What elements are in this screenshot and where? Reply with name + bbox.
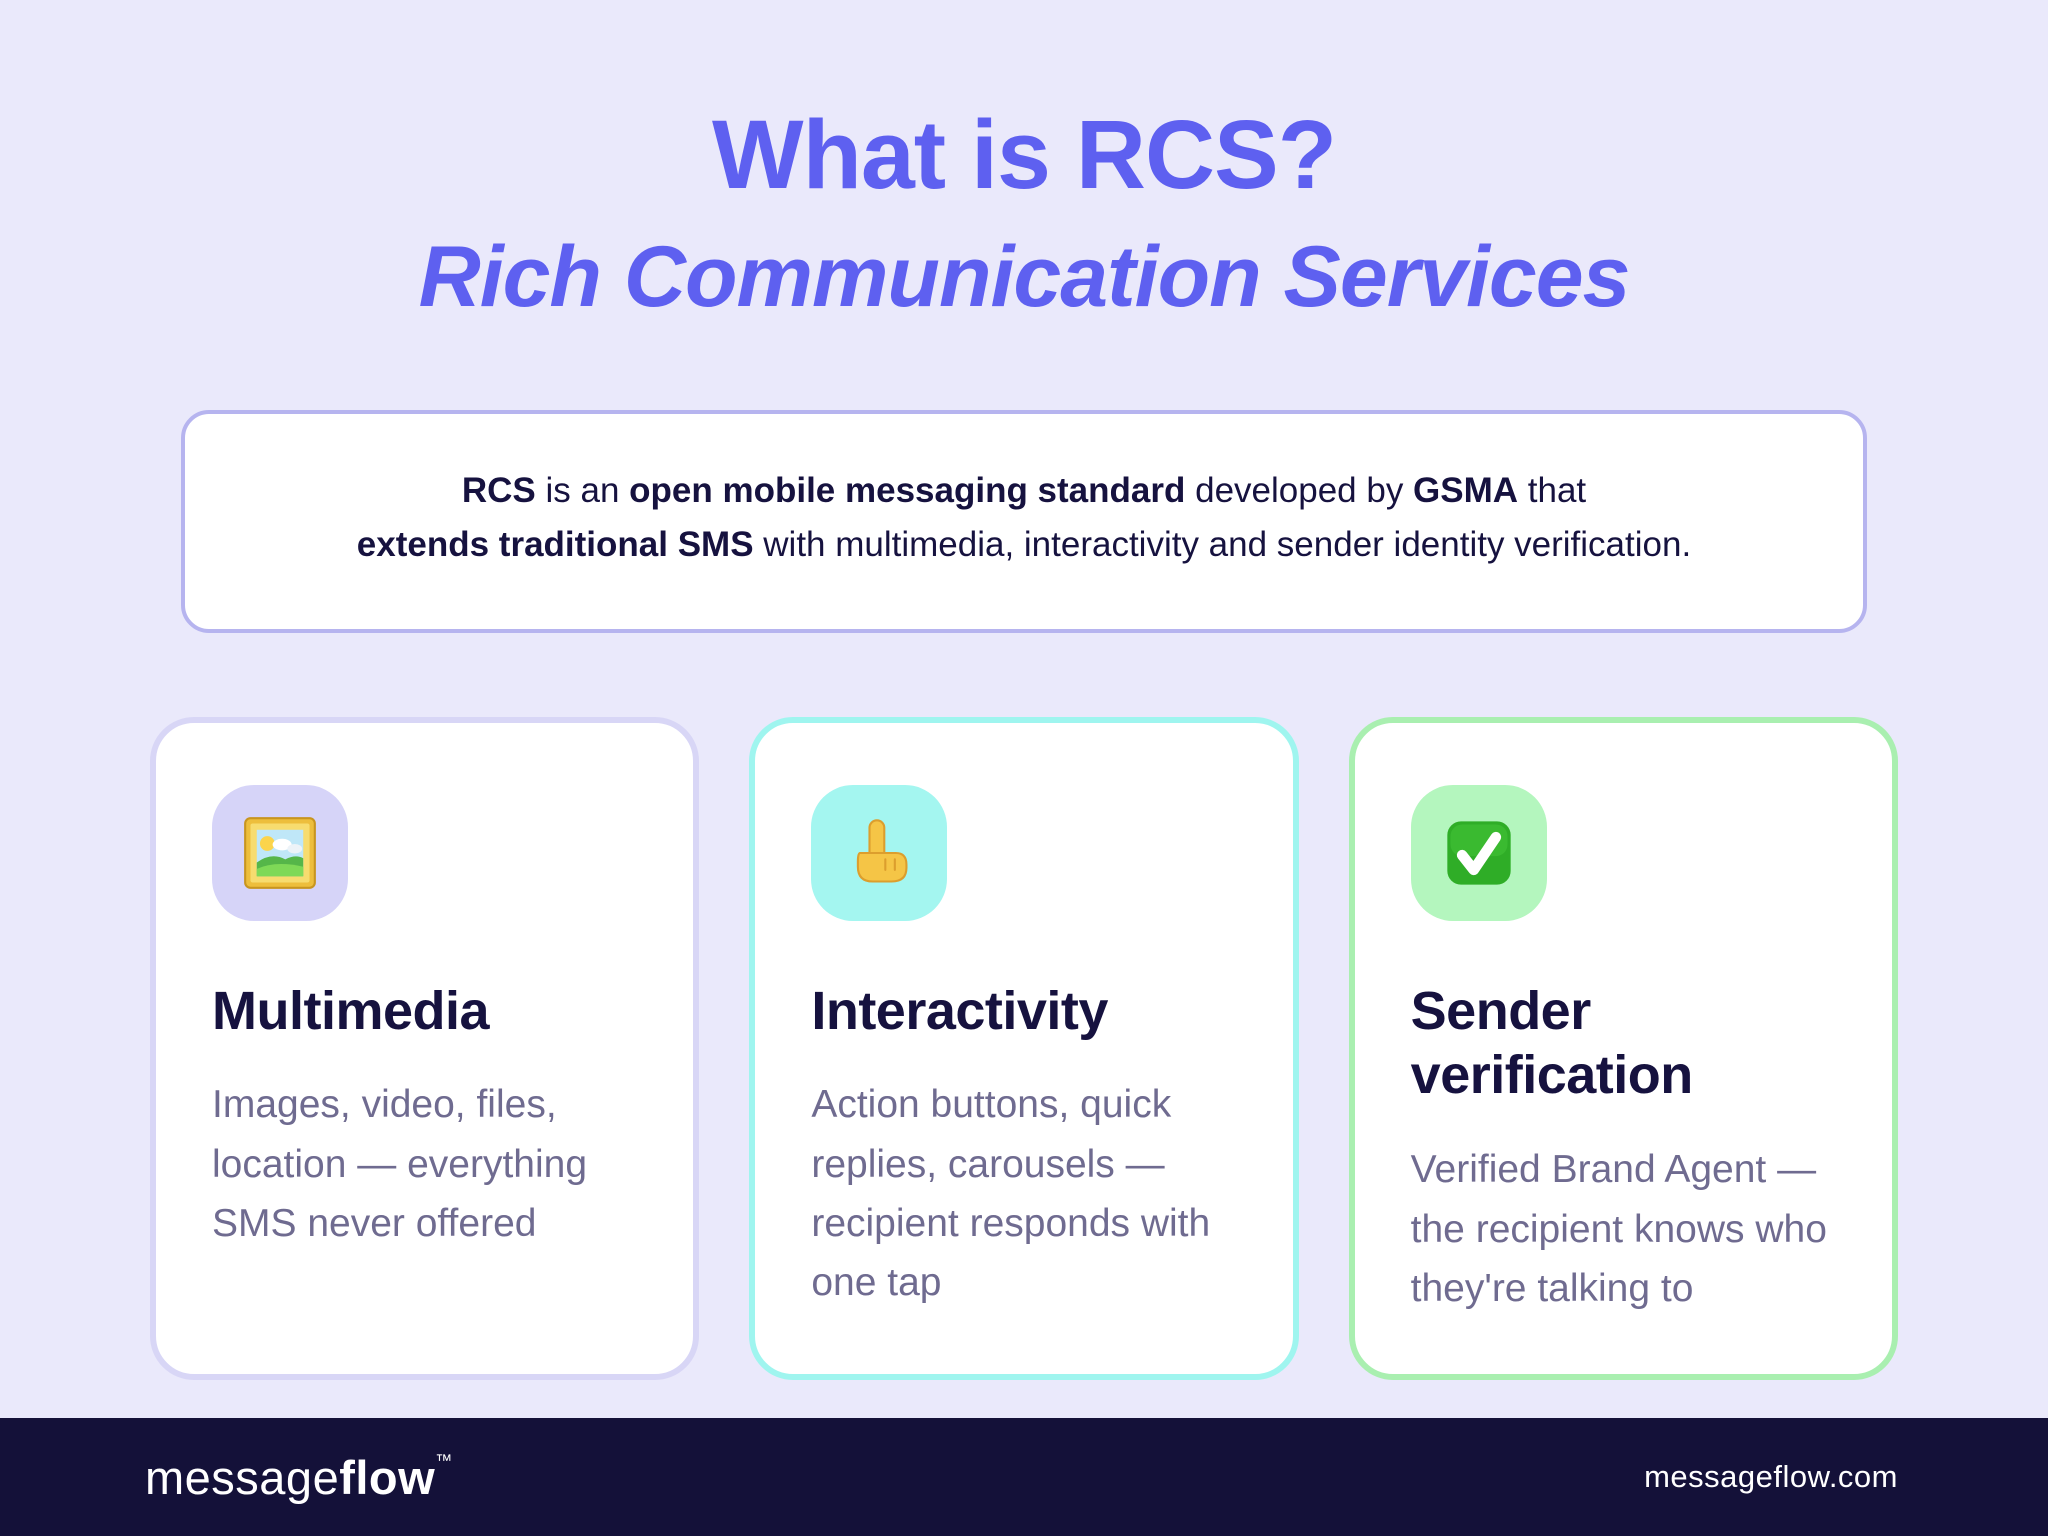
feature-card-sender-verification: Sender verification Verified Brand Agent…	[1348, 716, 1898, 1381]
logo-flow-part: flow	[339, 1450, 436, 1504]
definition-box: RCS is an open mobile messaging standard…	[181, 410, 1867, 633]
definition-line-2: extends traditional SMS with multimedia,…	[245, 518, 1803, 572]
feature-card-interactivity: Interactivity Action buttons, quick repl…	[749, 716, 1299, 1381]
definition-segment: developed by	[1185, 471, 1414, 511]
messageflow-logo: messageflow™	[145, 1450, 452, 1505]
card-title: Multimedia	[212, 980, 490, 1041]
definition-segment: open mobile messaging standard	[629, 471, 1186, 511]
card-description: Action buttons, quick replies, carousels…	[811, 1083, 1211, 1305]
definition-segment: RCS	[461, 471, 536, 511]
definition-segment: extends traditional SMS	[356, 525, 754, 565]
check-mark-icon	[1410, 784, 1547, 921]
page-subtitle: Rich Communication Services	[418, 228, 1631, 325]
definition-line-1: RCS is an open mobile messaging standard…	[245, 464, 1803, 518]
card-title: Sender verification	[1410, 980, 1694, 1106]
logo-trademark: ™	[435, 1450, 453, 1470]
footer: messageflow™ messageflow.com	[0, 1418, 2048, 1536]
feature-card-multimedia: Multimedia Images, video, files, locatio…	[150, 716, 700, 1381]
page-title: What is RCS?	[712, 100, 1337, 209]
definition-segment: is an	[535, 471, 630, 511]
card-description: Images, video, files, location — everyth…	[212, 1083, 588, 1245]
definition-segment: GSMA	[1413, 471, 1519, 511]
framed-picture-icon	[212, 784, 348, 921]
footer-website: messageflow.com	[1644, 1459, 1898, 1494]
feature-cards: Multimedia Images, video, files, locatio…	[150, 716, 1898, 1381]
definition-segment: with multimedia, interactivity and sende…	[753, 525, 1692, 565]
card-description: Verified Brand Agent — the recipient kno…	[1410, 1148, 1827, 1310]
logo-message-part: message	[145, 1450, 340, 1504]
card-title: Interactivity	[811, 980, 1108, 1041]
pointing-up-hand-icon	[811, 784, 948, 921]
definition-segment: that	[1518, 471, 1587, 511]
